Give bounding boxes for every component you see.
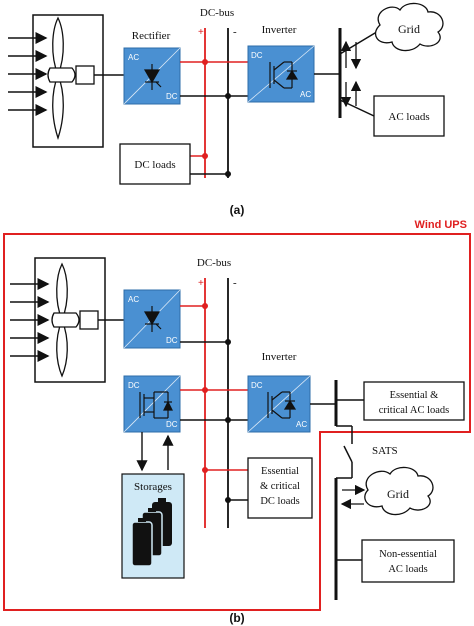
- sats-switch-icon: [343, 445, 353, 463]
- ac-loads-a-label: AC loads: [388, 111, 429, 123]
- dc-loads-a-box: [119, 143, 191, 185]
- svg-text:DC: DC: [251, 381, 263, 390]
- sats-label: SATS: [372, 445, 398, 457]
- essential-ac-line1: Essential &: [390, 390, 439, 401]
- svg-text:DC: DC: [128, 381, 140, 390]
- essential-dc-line2: & critical: [260, 481, 300, 492]
- inverter-a-label: Inverter: [262, 24, 297, 36]
- ac-loads-a-box: [373, 95, 445, 137]
- grid-b-label: Grid: [387, 487, 409, 501]
- grid-a-cloud-icon: [375, 2, 444, 52]
- nonessential-line2: AC loads: [388, 564, 427, 575]
- grid-b-cloud-icon: [364, 466, 434, 516]
- thyristor-icon: [143, 306, 162, 332]
- wind-ups-frame: [3, 233, 471, 611]
- dcbus-b-minus: -: [233, 277, 237, 289]
- dcbus-b-label: DC-bus: [197, 257, 231, 269]
- grid-a-label: Grid: [398, 22, 420, 36]
- diagram-a: Rectifier AC DC DC-bus + - Inverter: [8, 2, 445, 217]
- igbt-icon: [269, 61, 299, 89]
- nonessential-ac-loads-box: [361, 539, 455, 583]
- dcbus-b-plus: +: [198, 278, 204, 289]
- dcbus-a-minus: -: [233, 26, 237, 38]
- dc-loads-a-label: DC loads: [134, 159, 175, 171]
- dcbus-a-label: DC-bus: [200, 7, 234, 19]
- svg-text:DC: DC: [166, 92, 178, 101]
- inverter-b: DC AC: [247, 375, 311, 433]
- svg-text:AC: AC: [300, 90, 311, 99]
- thyristor-icon: [143, 64, 162, 90]
- rectifier-b: AC DC: [123, 289, 181, 349]
- diagram-b: Wind UPS AC DC: [3, 219, 471, 625]
- rectifier-a: AC DC: [123, 47, 181, 105]
- wind-ups-label: Wind UPS: [415, 219, 467, 231]
- rectifier-label: Rectifier: [132, 30, 171, 42]
- svg-text:AC: AC: [296, 420, 307, 429]
- mosfet-icon: [139, 391, 173, 419]
- turbine-blades-b-icon: [51, 262, 99, 378]
- battery-stack-icon: [131, 498, 172, 567]
- inverter-b-label: Inverter: [262, 351, 297, 363]
- svg-text:AC: AC: [128, 53, 139, 62]
- caption-a: (a): [230, 203, 245, 217]
- nonessential-line1: Non-essential: [379, 549, 437, 560]
- dcdc-converter: DC DC: [123, 375, 181, 433]
- dcbus-a-plus: +: [198, 27, 204, 38]
- essential-dc-loads-box: [247, 457, 313, 519]
- inverter-a: DC AC: [247, 45, 315, 103]
- turbine-blades-a-icon: [47, 16, 95, 141]
- wind-arrows-a: [8, 32, 48, 116]
- essential-dc-line3: DC loads: [260, 496, 299, 507]
- igbt-icon: [267, 391, 297, 419]
- svg-text:AC: AC: [128, 295, 139, 304]
- essential-ac-line2: critical AC loads: [379, 405, 450, 416]
- svg-text:DC: DC: [166, 420, 178, 429]
- storages-label: Storages: [134, 481, 172, 493]
- svg-text:DC: DC: [251, 51, 263, 60]
- wind-arrows-b: [10, 278, 50, 362]
- essential-dc-line1: Essential: [261, 466, 299, 477]
- caption-b: (b): [229, 611, 244, 625]
- essential-ac-loads-box: [363, 381, 465, 421]
- svg-text:DC: DC: [166, 336, 178, 345]
